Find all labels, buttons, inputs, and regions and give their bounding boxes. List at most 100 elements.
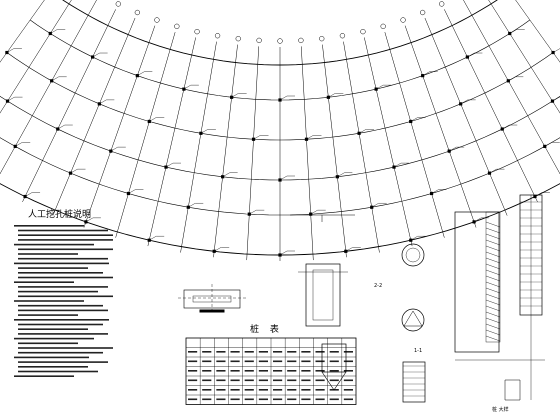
- note-text-line: [14, 300, 84, 302]
- table-cell-text: [287, 360, 297, 363]
- note-text-line: [18, 272, 103, 274]
- spiral-rebar: [485, 305, 501, 312]
- spiral-rebar: [485, 269, 501, 276]
- note-text-line: [18, 253, 78, 255]
- table-cell-text: [329, 398, 339, 401]
- axis-bubble: [214, 33, 221, 39]
- pile-marker: [212, 249, 216, 253]
- leader-line: [279, 175, 288, 181]
- leader-line: [188, 203, 196, 208]
- table-cell-text: [258, 379, 268, 382]
- note-text-line: [14, 337, 94, 340]
- table-cell-text: [202, 379, 212, 382]
- leader-line: [183, 84, 191, 90]
- pile-marker: [199, 131, 203, 135]
- radial-gridline: [52, 17, 136, 216]
- leader-line: [200, 129, 209, 134]
- pile-marker: [147, 238, 151, 242]
- note-text-line: [18, 257, 108, 260]
- note-text-line: [18, 239, 113, 241]
- table-cell-text: [216, 370, 226, 372]
- note-text-line: [14, 375, 74, 377]
- leader-line: [15, 142, 23, 147]
- pile-marker: [164, 165, 168, 169]
- pile-schedule-table: [185, 337, 357, 405]
- table-cell-text: [230, 370, 240, 372]
- note-text-line: [18, 366, 88, 368]
- spiral-rebar: [485, 263, 501, 270]
- table-cell-text: [315, 370, 325, 372]
- radial-gridline: [444, 9, 538, 203]
- leader-line: [7, 96, 15, 102]
- table-cell-text: [315, 360, 325, 363]
- table-cell-text: [287, 398, 297, 401]
- leader-line: [467, 52, 475, 58]
- detail-label: 桩 大样: [492, 407, 509, 413]
- note-text-line: [18, 328, 88, 330]
- axis-bubble: [174, 23, 180, 30]
- axis-bubble: [154, 17, 160, 23]
- spiral-rebar: [485, 227, 501, 234]
- spiral-rebar: [485, 329, 501, 336]
- table-cell-text: [343, 389, 353, 391]
- table-cell-text: [258, 351, 268, 353]
- leader-line: [222, 172, 230, 177]
- pile-bell-bottom: [321, 371, 347, 391]
- leader-line: [279, 95, 288, 101]
- pile-marker: [91, 55, 95, 59]
- note-text-line: [18, 351, 103, 354]
- leader-line: [371, 203, 379, 208]
- table-cell-text: [202, 351, 212, 353]
- radial-gridline: [364, 37, 413, 247]
- table-cell-text: [230, 398, 240, 401]
- pile-marker: [247, 212, 251, 216]
- table-cell-text: [216, 398, 226, 401]
- table-cell-text: [301, 398, 311, 401]
- table-cell-text: [273, 389, 283, 391]
- table-cell-text: [273, 379, 283, 382]
- table-cell-text: [273, 398, 283, 401]
- detail-caption-line: [199, 309, 225, 313]
- table-cell-text: [244, 379, 254, 382]
- note-text-line: [18, 229, 108, 232]
- notes-text-lines: [14, 225, 113, 377]
- table-cell-text: [216, 351, 226, 353]
- note-text-line: [14, 262, 109, 265]
- pile-shaft-section: [305, 263, 341, 327]
- section-label-2: 2-2: [374, 283, 383, 289]
- leader-line: [410, 117, 418, 122]
- note-text-line: [18, 370, 98, 373]
- leader-line: [552, 48, 560, 53]
- axis-bubble: [256, 37, 262, 44]
- table-cell-text: [244, 351, 254, 353]
- leader-line: [128, 189, 136, 194]
- spiral-rebar: [485, 275, 501, 282]
- leader-line: [489, 168, 497, 174]
- table-cell-text: [329, 360, 339, 363]
- leader-line: [70, 168, 78, 174]
- spiral-rebar: [485, 323, 501, 330]
- note-text-line: [18, 234, 113, 236]
- pile-base-section: [321, 343, 347, 373]
- radial-gridline: [300, 46, 314, 261]
- notes-title: 人工挖孔桩说明: [28, 210, 92, 220]
- table-cell-text: [343, 360, 353, 363]
- table-cell-text: [343, 398, 353, 401]
- radial-gridline: [180, 41, 217, 253]
- table-cell-text: [287, 389, 297, 391]
- note-text-line: [18, 309, 108, 312]
- note-text-line: [14, 243, 94, 246]
- spiral-rebar: [485, 257, 501, 264]
- spiral-rebar: [485, 311, 501, 318]
- axis-bubble: [319, 35, 325, 42]
- axis-bubble: [380, 23, 386, 30]
- table-cell-text: [273, 360, 283, 363]
- radial-gridline: [0, 0, 97, 175]
- note-text-line: [18, 304, 103, 307]
- leader-line: [552, 96, 560, 102]
- pile-cap-detail: [178, 284, 246, 314]
- table-cell-text: [315, 398, 325, 401]
- pile-elevation: [402, 361, 426, 403]
- axis-bubble: [360, 28, 366, 35]
